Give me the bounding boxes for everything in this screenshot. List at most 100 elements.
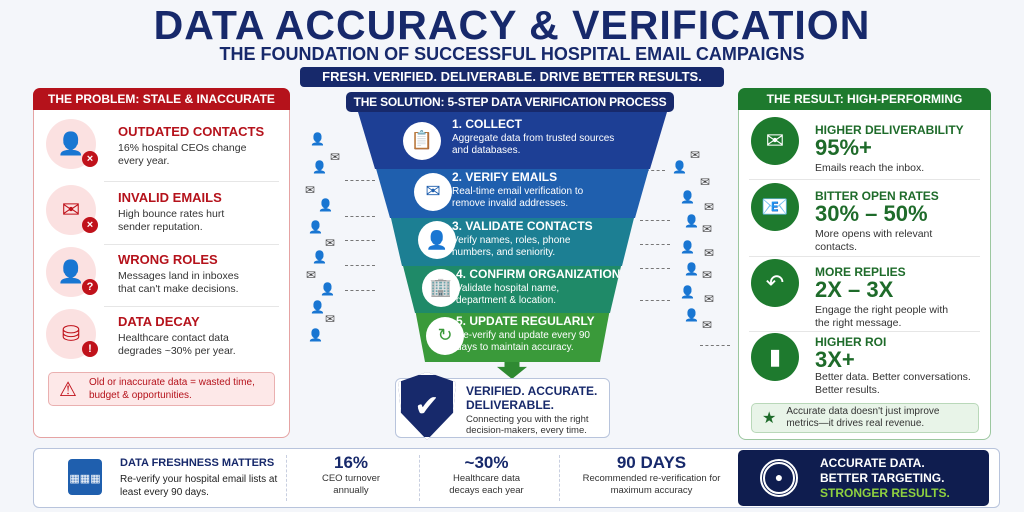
dashed-arrow <box>345 265 375 266</box>
user-check-icon: 👤 <box>418 221 456 259</box>
result-title: BITTER OPEN RATES <box>815 189 939 203</box>
envelope-icon: ✉ <box>702 222 713 236</box>
person-icon: 👤 <box>684 262 699 276</box>
stat-label: Healthcare data decays each year <box>449 473 524 496</box>
reply-icon: ↶ <box>751 259 799 307</box>
result-value: 95%+ <box>815 135 872 160</box>
page-subtitle: THE FOUNDATION OF SUCCESSFUL HOSPITAL EM… <box>219 44 805 64</box>
target-icon: ● <box>760 459 798 497</box>
person-icon: 👤 <box>312 250 327 264</box>
result-desc: Better data. Better conversations. Bette… <box>815 371 971 396</box>
envelope-icon: ✉ <box>702 268 713 282</box>
envelope-icon: ✉ <box>325 236 336 250</box>
envelope-icon: ✉ <box>702 318 713 332</box>
envelope-icon: ✉ <box>306 268 317 282</box>
step-desc: Real-time email verification to remove i… <box>452 186 584 209</box>
result-value: 3X+ <box>815 347 855 372</box>
person-icon: 👤 <box>308 220 323 234</box>
stat-data-decay: ~30%Healthcare data decays each year <box>429 453 544 497</box>
person-icon: 👤 <box>310 300 325 314</box>
dashed-arrow <box>635 170 665 171</box>
step-title: 1. COLLECT <box>452 117 523 131</box>
calendar-icon: ▦▦▦ <box>68 459 102 495</box>
person-icon: 👤 <box>318 198 333 212</box>
stat-ceo-turnover: 16%CEO turnover annually <box>296 453 406 497</box>
problem-title: WRONG ROLES <box>118 252 218 267</box>
step-desc: Validate hospital name, department & loc… <box>456 283 560 306</box>
person-icon: 👤 <box>680 190 695 204</box>
stat-label: CEO turnover annually <box>321 473 381 496</box>
person-icon: 👤 <box>680 240 695 254</box>
result-title: MORE REPLIES <box>815 265 906 279</box>
result-desc: Engage the right people with the right m… <box>815 304 949 329</box>
stat-value: ~30% <box>464 453 509 472</box>
result-heading: THE RESULT: HIGH-PERFORMING CAMPAIGNS <box>738 88 991 128</box>
open-mail-icon: 📧 <box>751 183 799 231</box>
problem-desc: 16% hospital CEOs change every year. <box>118 142 247 167</box>
page-title: DATA ACCURACY & VERIFICATION <box>153 2 871 48</box>
star-icon: ★ <box>762 410 777 427</box>
envelope-icon: ✉ <box>330 150 341 164</box>
result-title: HIGHER DELIVERABILITY <box>815 123 964 137</box>
user-x-icon: 👤× <box>46 119 98 169</box>
problem-panel: THE PROBLEM: STALE & INACCURATE DATA 👤× … <box>33 88 290 438</box>
stat-label: Recommended re-verification for maximum … <box>582 473 721 496</box>
freshness-desc: Re-verify your hospital email lists at l… <box>120 474 278 498</box>
footer-bar: ▦▦▦ DATA FRESHNESS MATTERS Re-verify you… <box>33 448 1000 508</box>
step-title: 2. VERIFY EMAILS <box>452 170 558 184</box>
cta-box: ● ACCURATE DATA. BETTER TARGETING. STRON… <box>738 450 989 506</box>
bar-chart-icon: ▮ <box>751 333 799 381</box>
problem-title: INVALID EMAILS <box>118 190 222 205</box>
step-title: 3. VALIDATE CONTACTS <box>452 219 593 233</box>
warning-text: Old or inaccurate data = wasted time, bu… <box>88 377 255 401</box>
mail-x-icon: ✉× <box>46 185 98 235</box>
result-panel: THE RESULT: HIGH-PERFORMING CAMPAIGNS ✉ … <box>738 88 991 440</box>
person-icon: 👤 <box>320 282 335 296</box>
funnel-step: 🏢 4. CONFIRM ORGANIZATION Validate hospi… <box>402 262 622 313</box>
clipboard-icon: 📋 <box>403 121 441 160</box>
problem-title: DATA DECAY <box>118 314 200 329</box>
result-desc: Emails reach the inbox. <box>815 162 925 174</box>
stat-value: 90 DAYS <box>616 453 687 472</box>
dashed-arrow <box>640 244 670 245</box>
result-title: HIGHER ROI <box>815 335 887 349</box>
dashed-arrow <box>640 220 670 221</box>
envelope-icon: ✉ <box>704 200 715 214</box>
solution-heading: THE SOLUTION: 5-STEP DATA VERIFICATION P… <box>346 92 674 112</box>
freshness-title: DATA FRESHNESS MATTERS <box>120 457 275 469</box>
funnel-step: 📋 1. COLLECT Aggregate data from trusted… <box>358 112 667 169</box>
step-desc: Re-verify and update every 90 days to ma… <box>456 330 590 353</box>
funnel-step: ↻ 5. UPDATE REGULARLY Re-verify and upda… <box>415 309 610 362</box>
building-check-icon: 🏢 <box>422 268 460 307</box>
problem-title: OUTDATED CONTACTS <box>118 124 265 139</box>
result-desc: More opens with relevant contacts. <box>815 228 933 253</box>
dashed-arrow <box>640 268 670 269</box>
problem-item: 👤× OUTDATED CONTACTS 16% hospital CEOs ch… <box>46 119 277 181</box>
result-value: 2X – 3X <box>815 277 894 302</box>
person-icon: 👤 <box>308 328 323 342</box>
envelope-icon: ✉ <box>325 312 336 326</box>
callout-desc: Connecting you with the right decision-m… <box>466 414 589 436</box>
cta-line3: STRONGER RESULTS. <box>820 486 950 500</box>
tagline-banner: FRESH. VERIFIED. DELIVERABLE. DRIVE BETT… <box>300 67 724 87</box>
person-icon: 👤 <box>684 308 699 322</box>
callout-title: VERIFIED. ACCURATE. DELIVERABLE. <box>466 384 598 412</box>
stat-value: 16% <box>333 453 369 472</box>
cta-line2: BETTER TARGETING. <box>820 471 945 485</box>
step-title: 4. CONFIRM ORGANIZATION <box>456 267 621 281</box>
dashed-arrow <box>345 240 375 241</box>
result-value: 30% – 50% <box>815 201 928 226</box>
mail-icon: ✉ <box>751 117 799 165</box>
refresh-icon: ↻ <box>426 316 464 355</box>
problem-heading: THE PROBLEM: STALE & INACCURATE DATA <box>33 88 290 128</box>
step-desc: Aggregate data from trusted sources and … <box>452 133 615 156</box>
person-icon: 👤 <box>312 160 327 174</box>
envelope-icon: ✉ <box>690 148 701 162</box>
